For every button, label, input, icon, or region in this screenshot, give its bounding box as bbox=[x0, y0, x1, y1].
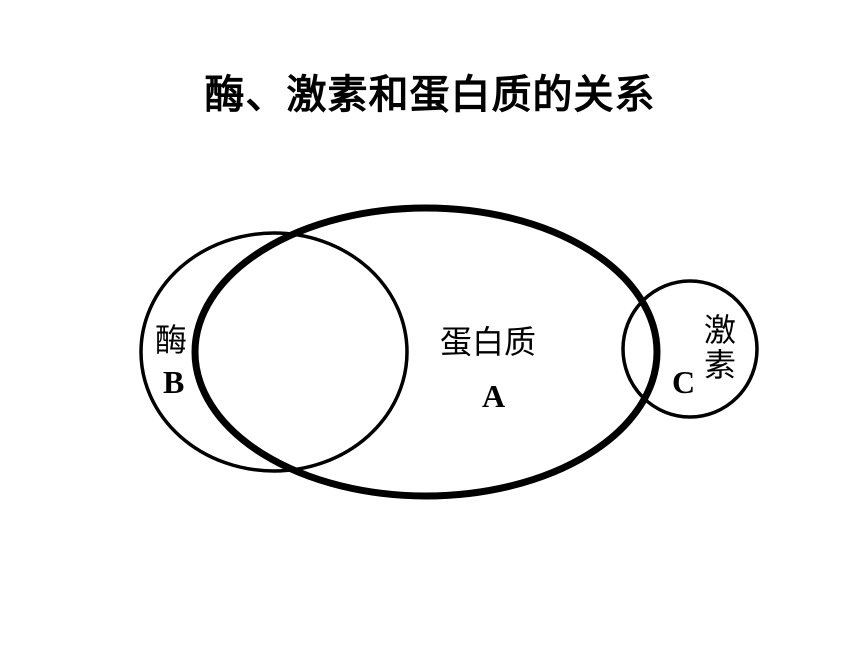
hormone-circle-C bbox=[621, 279, 759, 419]
enzyme-circle-B bbox=[139, 231, 409, 473]
page-title: 酶、激素和蛋白质的关系 bbox=[204, 72, 656, 118]
hormone-letter: C bbox=[672, 364, 696, 400]
protein-ellipse-A bbox=[191, 204, 661, 500]
hormone-label-line2: 素 bbox=[704, 346, 737, 384]
enzyme-label: 酶 bbox=[155, 321, 188, 359]
enzyme-letter: B bbox=[163, 364, 185, 400]
hormone-label-line1: 激 bbox=[704, 311, 737, 349]
protein-label: 蛋白质 bbox=[440, 323, 537, 361]
protein-letter: A bbox=[482, 378, 506, 414]
